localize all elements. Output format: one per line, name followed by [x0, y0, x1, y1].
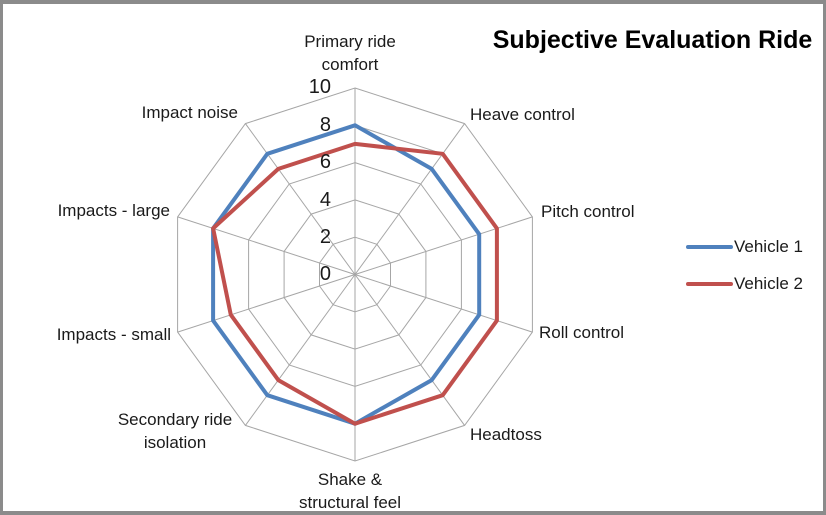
legend-swatch-vehicle-1 [686, 245, 733, 249]
axis-tick-10: 10 [308, 76, 331, 98]
category-label-headtoss: Headtoss [470, 425, 542, 444]
chart-title[interactable]: Subjective Evaluation Ride [492, 26, 813, 54]
category-label-shake-structural-feel: Shake & structural feel [298, 470, 402, 512]
grid-spoke-3 [354, 274, 533, 333]
axis-tick-6: 6 [319, 151, 331, 173]
grid-spoke-8 [177, 216, 356, 275]
category-label-roll-control: Roll control [539, 323, 625, 342]
grid-spoke-9 [244, 123, 356, 275]
grid-spoke-4 [354, 274, 466, 426]
legend-swatch-vehicle-2 [686, 282, 733, 286]
grid-spoke-6 [244, 274, 356, 426]
legend-label-vehicle-1: Vehicle 1 [734, 237, 803, 256]
legend-item-vehicle-2[interactable]: Vehicle 2 [686, 269, 803, 299]
axis-tick-8: 8 [319, 114, 331, 136]
category-label-impacts-small: Impacts - small [56, 325, 171, 344]
category-label-impact-noise: Impact noise [141, 103, 238, 122]
category-label-pitch-control: Pitch control [541, 202, 635, 221]
category-label-primary-ride-comfort: Primary ride comfort [304, 32, 396, 74]
legend: Vehicle 1 Vehicle 2 [686, 232, 803, 306]
legend-label-vehicle-2: Vehicle 2 [734, 274, 803, 293]
grid-spoke-2 [354, 216, 533, 275]
axis-tick-4: 4 [319, 189, 331, 211]
category-label-impacts-large: Impacts - large [57, 201, 170, 220]
radar-plot[interactable] [3, 4, 826, 515]
category-label-secondary-ride-isolation: Secondary ride isolation [117, 410, 233, 452]
series-vehicle-2[interactable] [211, 141, 499, 426]
axis-tick-2: 2 [319, 226, 331, 248]
legend-item-vehicle-1[interactable]: Vehicle 1 [686, 232, 803, 262]
grid-spoke-1 [354, 123, 466, 275]
category-label-heave-control: Heave control [470, 105, 575, 124]
series-vehicle-1[interactable] [211, 123, 482, 426]
grid-spoke-7 [177, 274, 356, 333]
axis-tick-0: 0 [319, 263, 331, 285]
